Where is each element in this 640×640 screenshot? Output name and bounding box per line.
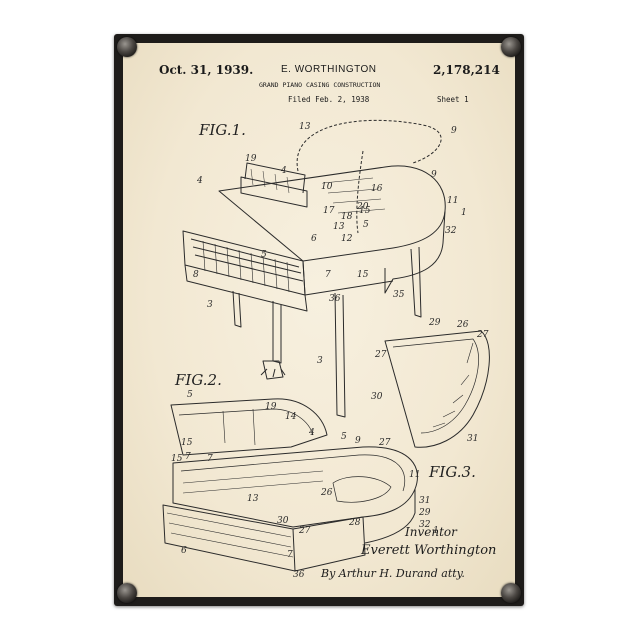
- ref-label: 32: [445, 226, 457, 236]
- ref-label: 7: [185, 452, 191, 462]
- rivet-bottom-right: [501, 583, 521, 603]
- ref-label: 9: [355, 436, 361, 446]
- ref-label: 1: [433, 526, 439, 536]
- ref-label: 31: [467, 434, 478, 444]
- ref-label: 15: [181, 438, 193, 448]
- ref-label: 15: [359, 206, 371, 216]
- filed-date: Filed Feb. 2, 1938: [288, 95, 370, 104]
- ref-label: 4: [280, 166, 287, 176]
- ref-label: 30: [277, 516, 289, 526]
- patent-date: Oct. 31, 1939.: [159, 63, 254, 77]
- ref-label: 19: [245, 154, 257, 164]
- ref-label: 8: [193, 270, 199, 280]
- ref-label: 28: [348, 518, 361, 528]
- ref-label: 10: [321, 182, 333, 192]
- ref-label: 35: [393, 290, 405, 300]
- attorney-signature: By Arthur H. Durand atty.: [321, 567, 465, 580]
- ref-label: 16: [371, 184, 383, 194]
- ref-label: 12: [341, 234, 353, 244]
- ref-label: 6: [181, 546, 187, 556]
- inventor-header: E. WORTHINGTON: [281, 64, 377, 75]
- ref-label: 9: [431, 170, 437, 180]
- ref-label: 5: [363, 220, 369, 230]
- ref-label: 5: [341, 432, 347, 442]
- rivet-top-right: [501, 37, 521, 57]
- ref-label: 13: [247, 494, 259, 504]
- ref-label: 30: [371, 392, 383, 402]
- sheet-number: Sheet 1: [437, 95, 469, 104]
- metal-sign-frame: Oct. 31, 1939. E. WORTHINGTON 2,178,214 …: [114, 34, 524, 606]
- ref-label: 13: [299, 122, 311, 132]
- ref-label: 3: [207, 300, 213, 310]
- fig2-label: FIG.2.: [174, 371, 222, 389]
- ref-label: 29: [418, 508, 431, 518]
- ref-label: 27: [298, 526, 311, 536]
- fig3-lid-illustration: [384, 330, 490, 448]
- ref-label: 7: [207, 454, 213, 464]
- ref-label: 29: [428, 318, 441, 328]
- ref-label: 18: [341, 212, 353, 222]
- ref-label: 32: [419, 520, 431, 530]
- ref-label: 9: [451, 126, 457, 136]
- ref-label: 11: [447, 196, 458, 206]
- ref-label: 27: [476, 330, 489, 340]
- ref-label: 36: [329, 294, 341, 304]
- ref-label: 26: [456, 320, 469, 330]
- inventor-signature: Everett Worthington: [361, 543, 497, 558]
- ref-label: 19: [265, 402, 277, 412]
- ref-label: 17: [323, 206, 335, 216]
- ref-label: 13: [333, 222, 345, 232]
- rivet-bottom-left: [117, 583, 137, 603]
- fig1-label: FIG.1.: [198, 121, 246, 139]
- patent-subtitle: GRAND PIANO CASING CONSTRUCTION: [259, 81, 381, 89]
- fig3-label: FIG.3.: [428, 463, 476, 481]
- ref-label: 31: [419, 496, 430, 506]
- ref-label: 20: [356, 202, 369, 212]
- ref-label: 1: [461, 208, 467, 218]
- ref-label: 26: [320, 488, 333, 498]
- ref-label: 27: [374, 350, 387, 360]
- ref-label: 14: [285, 412, 297, 422]
- ref-label: 4: [308, 428, 315, 438]
- reference-numerals: 13 9 19 4 9 16 10 17 18 15 5 11 1 4 32 5…: [171, 122, 489, 580]
- piano-patent-drawing: FIG.1. FIG.2. FIG.3. 13 9 19 4 9 16 10 1…: [162, 119, 490, 580]
- patent-number: 2,178,214: [433, 63, 500, 77]
- ref-label: 4: [196, 176, 203, 186]
- inventor-caption: Inventor: [405, 525, 457, 539]
- ref-label: 3: [317, 356, 323, 366]
- fig2-casing-illustration: [162, 398, 418, 572]
- ref-label: 5: [261, 250, 267, 260]
- ref-label: 15: [171, 454, 183, 464]
- ref-label: 15: [357, 270, 369, 280]
- patent-print: Oct. 31, 1939. E. WORTHINGTON 2,178,214 …: [123, 43, 515, 597]
- rivet-top-left: [117, 37, 137, 57]
- fig1-piano-illustration: [182, 119, 446, 418]
- ref-label: 7: [325, 270, 331, 280]
- ref-label: 6: [311, 234, 317, 244]
- ref-label: 27: [378, 438, 391, 448]
- ref-label: 7: [287, 550, 293, 560]
- ref-label: 5: [187, 390, 193, 400]
- ref-label: 36: [293, 570, 305, 580]
- ref-label: 11: [409, 470, 420, 480]
